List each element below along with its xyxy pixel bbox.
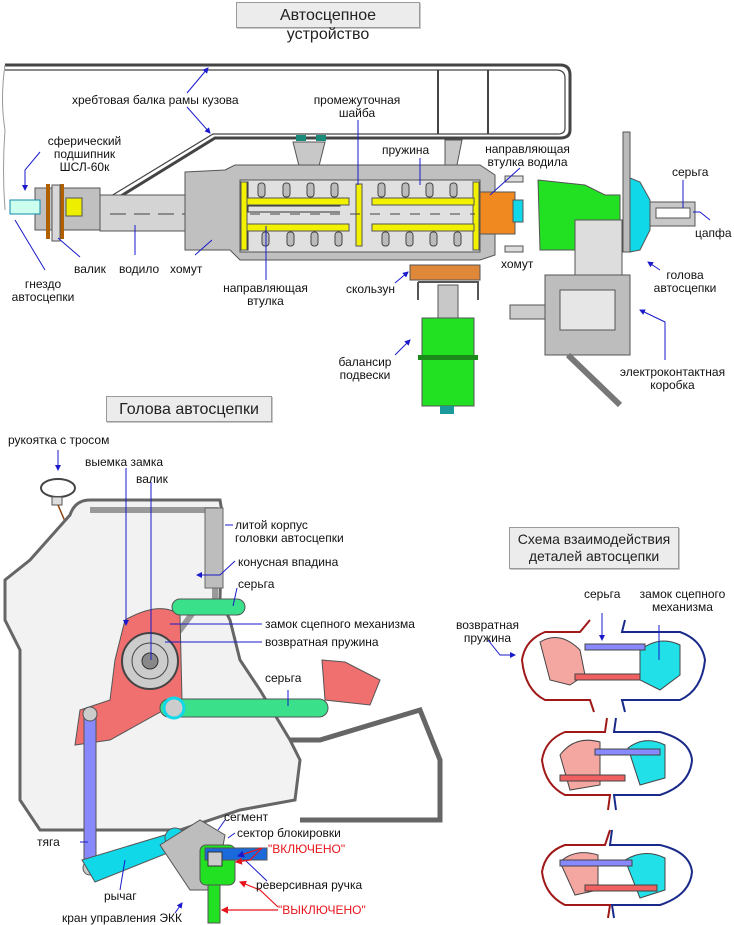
label-line: промежуточная bbox=[313, 93, 401, 107]
label-cast-body: литой корпус головки автосцепки bbox=[235, 519, 344, 545]
label-line: ШСЛ-60к bbox=[59, 160, 110, 174]
label-shackle-top: серьга bbox=[672, 165, 709, 179]
label-guide-bushing: направляющая втулка bbox=[218, 282, 313, 308]
label-line: коробка bbox=[650, 378, 695, 392]
label-line: возвратная bbox=[455, 618, 520, 632]
scheme-state-1 bbox=[520, 619, 707, 713]
scheme-title-line-2: деталей автосцепки bbox=[528, 548, 660, 564]
label-intermediate-washer: промежуточная шайба bbox=[312, 94, 402, 120]
label-electrocontact-box: электроконтактная коробка bbox=[615, 366, 730, 392]
spring-coils bbox=[257, 182, 462, 247]
label-lock-notch: выемка замка bbox=[85, 455, 164, 469]
label-scheme-shackle: серьга bbox=[584, 587, 621, 601]
label-shackle-mid: серьга bbox=[265, 671, 302, 685]
label-shackle-top-head: серьга bbox=[238, 577, 275, 591]
label-line: втулка водила bbox=[487, 155, 568, 169]
label-handle-with-cable: рукоятка с тросом bbox=[8, 433, 110, 447]
leader-lines bbox=[14, 67, 711, 914]
label-line: втулка bbox=[247, 294, 284, 308]
label-line: гнездо bbox=[24, 277, 62, 291]
label-spring: пружина bbox=[382, 143, 430, 157]
label-line: автосцепки bbox=[11, 290, 75, 304]
label-scheme-coupling-lock: замок сцепного механизма bbox=[630, 588, 734, 614]
label-guide-bushing-carrier: направляющая втулка водила bbox=[480, 143, 575, 169]
label-socket: гнездо автосцепки bbox=[8, 278, 78, 304]
label-coupler-head: голова автосцепки bbox=[645, 269, 725, 295]
label-line: головки автосцепки bbox=[235, 531, 344, 545]
scheme-state-3 bbox=[540, 829, 694, 919]
coupler-assembly-drawing bbox=[2, 63, 696, 414]
label-pin: валик bbox=[74, 262, 106, 276]
label-line: замок сцепного bbox=[639, 587, 726, 601]
label-scheme-return-spring: возвратная пружина bbox=[450, 619, 525, 645]
title-coupler-device: Автосцепное устройство bbox=[236, 2, 420, 43]
label-lever: рычаг bbox=[104, 889, 137, 903]
label-segment: сегмент bbox=[224, 810, 269, 824]
label-on-state: "ВКЛЮЧЕНО" bbox=[268, 842, 346, 856]
label-lock-sector: сектор блокировки bbox=[237, 826, 341, 840]
label-line: литой корпус bbox=[235, 518, 308, 532]
label-line: направляющая bbox=[485, 142, 570, 156]
label-line: механизма bbox=[652, 600, 713, 614]
label-slider: скользун bbox=[346, 282, 396, 296]
label-line: пружина bbox=[463, 631, 512, 645]
spine-beam bbox=[5, 63, 572, 217]
label-head-pin: валик bbox=[136, 472, 168, 486]
title-coupler-head: Голова автосцепки bbox=[106, 396, 272, 422]
state-arrows bbox=[220, 847, 279, 914]
label-reverse-handle: реверсивная ручка bbox=[256, 878, 363, 892]
label-spherical-bearing: сферический подшипник ШСЛ-60к bbox=[42, 135, 127, 174]
label-cone-cavity: конусная впадина bbox=[238, 555, 339, 569]
label-carrier: водило bbox=[119, 262, 160, 276]
interaction-scheme bbox=[520, 619, 707, 919]
coupler-head-drawing bbox=[3, 478, 443, 924]
label-rod: тяга bbox=[37, 835, 60, 849]
label-line: голова bbox=[666, 268, 704, 282]
label-line: подвески bbox=[339, 368, 391, 382]
label-line: автосцепки bbox=[653, 281, 717, 295]
label-clamp: хомут bbox=[170, 262, 203, 276]
label-line: подшипник bbox=[53, 147, 116, 161]
label-line: балансир bbox=[338, 355, 392, 369]
label-spine-beam: хребтовая балка рамы кузова bbox=[72, 93, 239, 107]
scheme-title-line-1: Схема взаимодействия bbox=[517, 531, 671, 547]
label-line: электроконтактная bbox=[619, 365, 726, 379]
label-line: шайба bbox=[338, 106, 376, 120]
label-suspension-balancer: балансир подвески bbox=[330, 356, 400, 382]
label-clamp-right: хомут bbox=[501, 257, 534, 271]
label-line: направляющая bbox=[223, 281, 308, 295]
scheme-state-2 bbox=[540, 717, 694, 811]
label-coupling-lock: замок сцепного механизма bbox=[265, 617, 415, 631]
label-return-spring: возвратная пружина bbox=[265, 635, 379, 649]
label-trunnion: цапфа bbox=[695, 226, 732, 240]
label-ekk-valve: кран управления ЭКК bbox=[62, 911, 182, 925]
label-off-state: "ВЫКЛЮЧЕНО" bbox=[278, 903, 366, 917]
label-line: сферический bbox=[47, 134, 122, 148]
title-interaction-scheme: Схема взаимодействия деталей автосцепки bbox=[509, 527, 679, 569]
